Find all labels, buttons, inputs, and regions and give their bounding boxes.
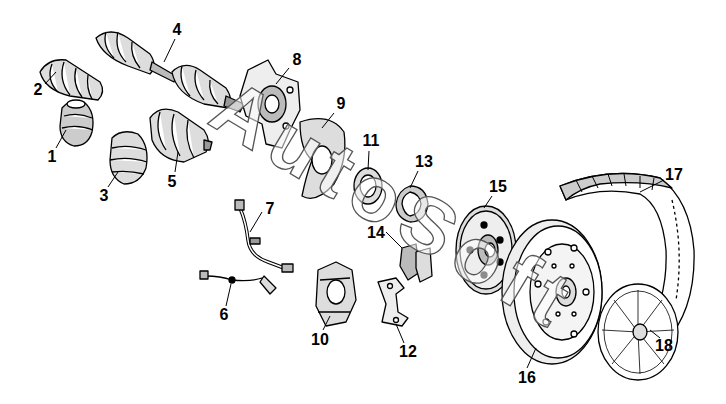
callout-number: 8 xyxy=(291,51,304,69)
abs-sensor xyxy=(200,271,276,294)
hubcap xyxy=(598,284,678,380)
boot-part xyxy=(60,100,93,146)
callout-number: 6 xyxy=(218,306,231,324)
callout-number: 1 xyxy=(46,148,59,166)
callout-number: 17 xyxy=(663,166,685,184)
callout-number: 18 xyxy=(653,337,675,355)
callout-number: 16 xyxy=(516,369,538,387)
brake-caliper xyxy=(316,262,356,326)
callout-number: 7 xyxy=(264,200,277,218)
callout-number: 5 xyxy=(166,173,179,191)
callout-number: 4 xyxy=(171,21,184,39)
brake-hose xyxy=(235,200,293,272)
callout-number: 12 xyxy=(397,343,419,361)
callout-number: 10 xyxy=(309,331,331,349)
boot-part xyxy=(40,60,103,100)
callout-number: 13 xyxy=(413,153,435,171)
caliper-bracket xyxy=(378,278,408,326)
callout-number: 15 xyxy=(487,178,509,196)
callout-number: 3 xyxy=(98,187,111,205)
leader-lines xyxy=(45,39,664,368)
callout-number: 2 xyxy=(32,81,45,99)
callout-number: 9 xyxy=(335,95,348,113)
